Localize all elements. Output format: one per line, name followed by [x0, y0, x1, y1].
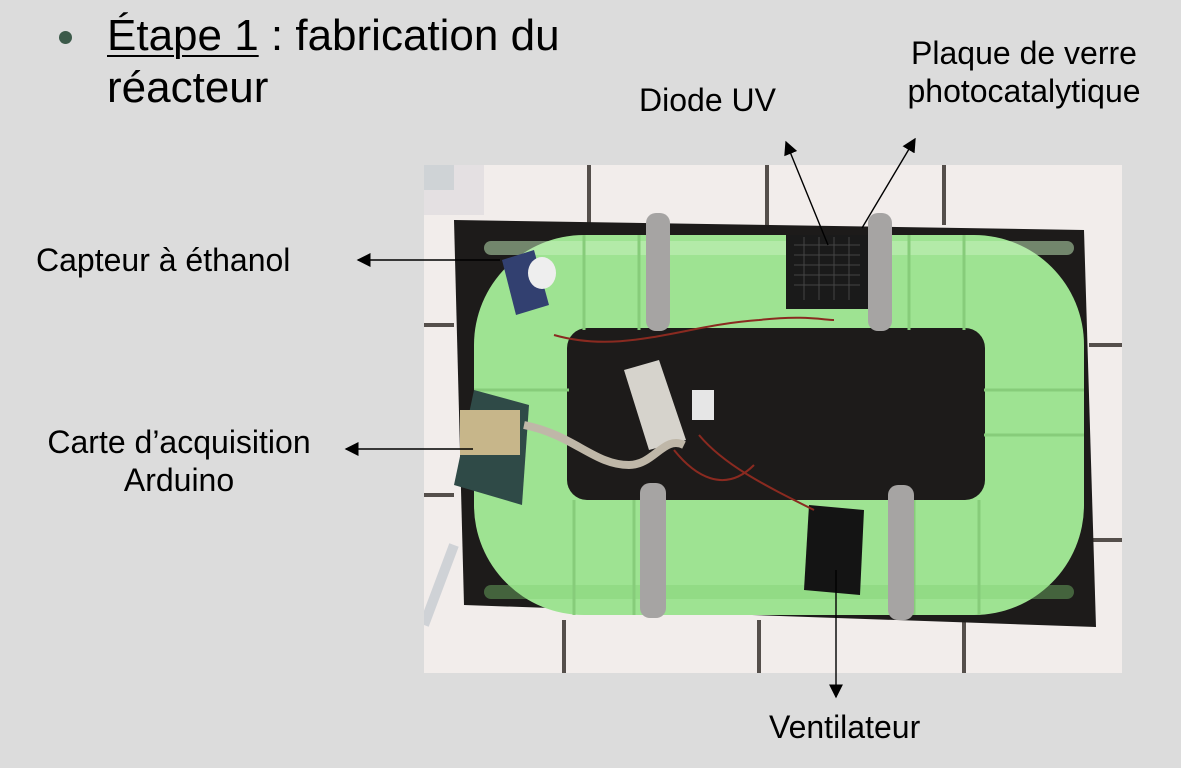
bullet-icon [59, 31, 72, 44]
title-line2: réacteur [107, 63, 269, 112]
label-plaque-verre: Plaque de verre photocatalytique [886, 34, 1162, 110]
label-capteur-ethanol: Capteur à éthanol [36, 242, 291, 278]
reactor-photo [424, 165, 1122, 673]
slide-title: Étape 1 : fabrication du réacteur [107, 10, 560, 114]
label-carte-line1: Carte d’acquisition [47, 424, 311, 460]
reactor-photo-illustration [424, 165, 1122, 673]
label-plaque-line1: Plaque de verre [911, 35, 1137, 71]
title-rest: : fabrication du [258, 11, 560, 60]
label-carte-line2: Arduino [123, 462, 235, 498]
label-ventilateur: Ventilateur [769, 709, 921, 745]
title-step: Étape 1 [107, 11, 259, 60]
label-plaque-line2: photocatalytique [907, 73, 1141, 109]
label-diode-uv: Diode UV [639, 82, 776, 118]
label-carte-arduino: Carte d’acquisition Arduino [24, 423, 334, 499]
